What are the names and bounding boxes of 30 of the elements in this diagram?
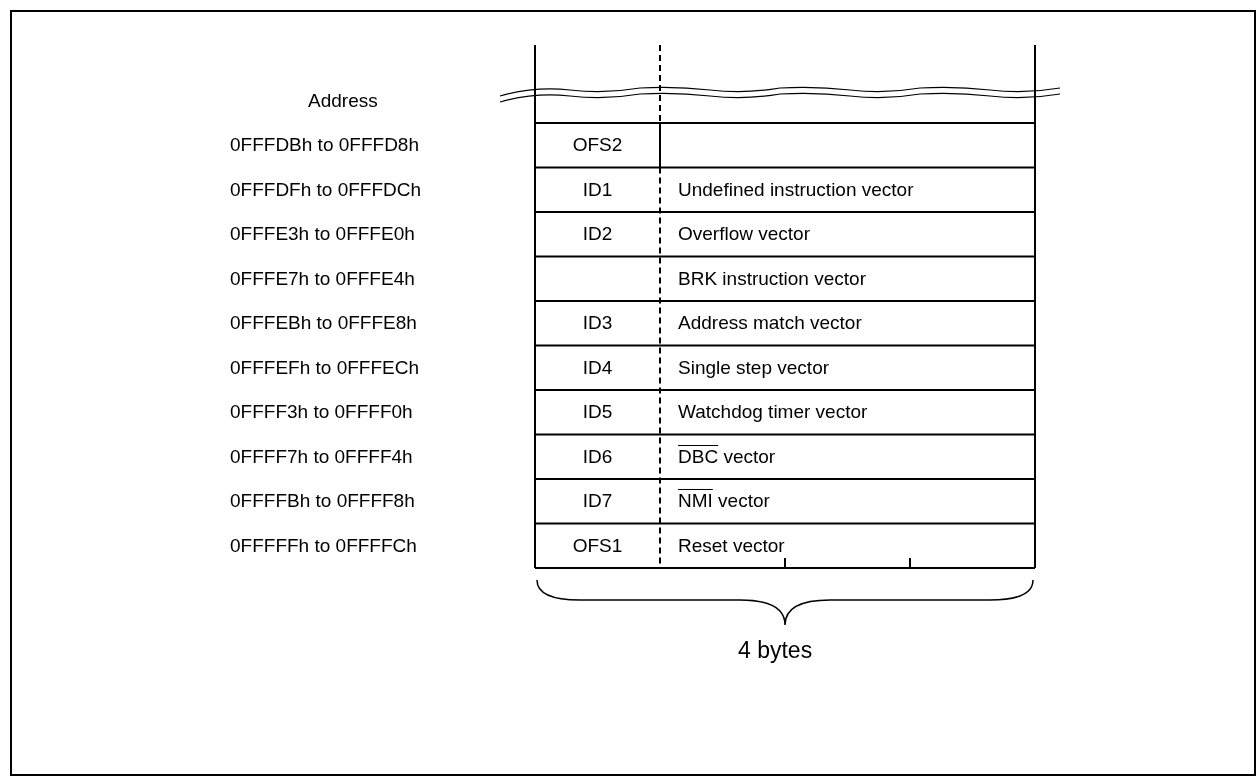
memory-address: 0FFFEBh to 0FFFE8h xyxy=(230,312,417,335)
field-name: OFS2 xyxy=(571,134,624,157)
field-name: ID6 xyxy=(581,445,614,468)
memory-address: 0FFFE7h to 0FFFE4h xyxy=(230,267,415,290)
field-name: ID3 xyxy=(581,312,614,335)
vector-name: Watchdog timer vector xyxy=(678,401,868,424)
memory-address: 0FFFFFh to 0FFFFCh xyxy=(230,534,417,557)
vector-name: Address match vector xyxy=(678,312,862,335)
field-name: ID2 xyxy=(581,223,614,246)
vector-name: NMI vector xyxy=(678,490,770,513)
vector-name: BRK instruction vector xyxy=(678,267,866,290)
column-heading: Address xyxy=(308,90,378,112)
field-name: ID1 xyxy=(581,178,614,201)
vector-name: Reset vector xyxy=(678,534,785,557)
vector-name: Overflow vector xyxy=(678,223,810,246)
field-name: ID5 xyxy=(581,401,614,424)
memory-address: 0FFFFBh to 0FFFF8h xyxy=(230,490,415,513)
memory-address: 0FFFF7h to 0FFFF4h xyxy=(230,445,413,468)
memory-address: 0FFFE3h to 0FFFE0h xyxy=(230,223,415,246)
memory-address: 0FFFDFh to 0FFFDCh xyxy=(230,178,422,201)
width-label: 4 bytes xyxy=(738,637,813,663)
field-name: OFS1 xyxy=(571,534,624,557)
memory-address: 0FFFDBh to 0FFFD8h xyxy=(230,134,419,157)
memory-address: 0FFFEFh to 0FFFECh xyxy=(230,356,419,379)
memory-address: 0FFFF3h to 0FFFF0h xyxy=(230,401,413,424)
vector-name: Single step vector xyxy=(678,356,830,379)
vector-name: DBC vector xyxy=(678,445,776,468)
field-name: ID4 xyxy=(581,356,614,379)
vector-name: Undefined instruction vector xyxy=(678,178,914,201)
field-name: ID7 xyxy=(581,490,614,513)
